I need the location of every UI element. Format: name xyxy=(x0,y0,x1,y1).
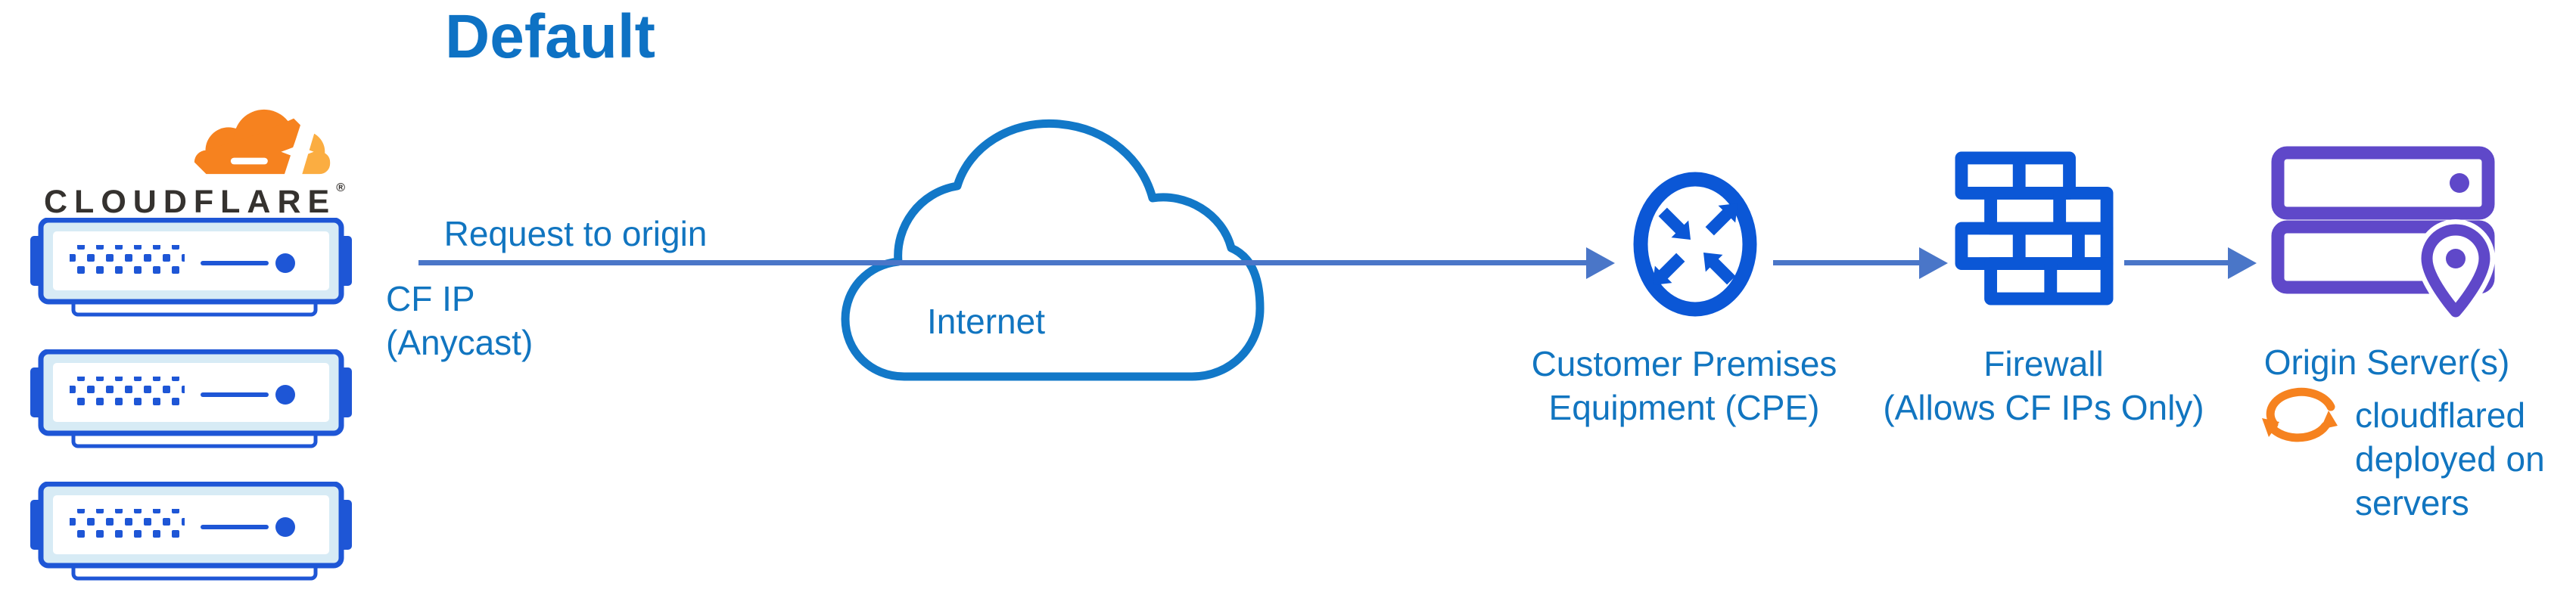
cpe-label: Customer Premises Equipment (CPE) xyxy=(1531,342,1837,429)
connector-line-cpe-to-firewall xyxy=(1773,260,1921,265)
edge-server-icon xyxy=(30,218,352,318)
cf-ip-line2: (Anycast) xyxy=(386,323,534,362)
connector-line-firewall-to-origin xyxy=(2124,260,2230,265)
request-to-origin-label: Request to origin xyxy=(443,214,708,253)
edge-server-icon xyxy=(30,349,352,449)
cloudflared-label-line2: deployed on xyxy=(2355,439,2545,479)
arrowhead-right-icon xyxy=(1586,247,1615,279)
firewall-label-line1: Firewall xyxy=(1983,344,2104,383)
cf-ip-line1: CF IP xyxy=(386,279,475,318)
cloudflared-label-line3: servers xyxy=(2355,483,2469,523)
cpe-label-line1: Customer Premises xyxy=(1531,344,1837,383)
registered-mark: ® xyxy=(336,181,345,194)
arrowhead-right-icon xyxy=(1919,247,1948,279)
cpe-label-line2: Equipment (CPE) xyxy=(1548,388,1820,427)
origin-server-icon xyxy=(2271,146,2496,321)
edge-server-icon xyxy=(30,482,352,581)
cloudflare-wordmark: CLOUDFLARE® xyxy=(44,181,345,221)
arrowhead-right-icon xyxy=(2228,247,2257,279)
cloudflared-label-line1: cloudflared xyxy=(2355,395,2526,435)
firewall-label-line2: (Allows CF IPs Only) xyxy=(1883,388,2204,427)
cpe-router-icon xyxy=(1633,172,1757,317)
origin-server-label: Origin Server(s) xyxy=(2263,343,2510,382)
firewall-icon xyxy=(1955,151,2114,305)
cloudflare-wordmark-text: CLOUDFLARE xyxy=(44,184,337,220)
cloudflare-logo-icon xyxy=(194,109,331,180)
internet-cloud-icon xyxy=(841,119,1265,381)
firewall-label: Firewall (Allows CF IPs Only) xyxy=(1871,342,2216,429)
cloudflared-sync-icon xyxy=(2262,387,2338,442)
internet-label: Internet xyxy=(927,302,1045,341)
cf-ip-label: CF IP (Anycast) xyxy=(386,277,628,364)
connector-line-edge-to-cpe xyxy=(418,260,1588,265)
cloudflared-label: cloudflared deployed on servers xyxy=(2355,393,2574,525)
page-title: Default xyxy=(445,2,655,71)
